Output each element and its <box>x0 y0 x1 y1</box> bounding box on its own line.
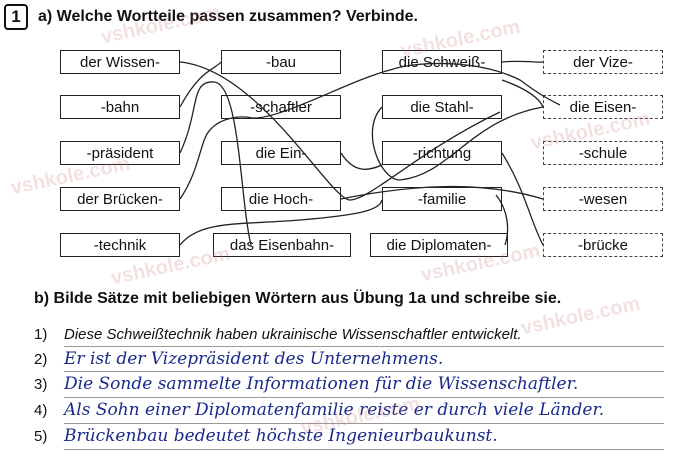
connection-lines <box>179 60 561 246</box>
connection-line <box>501 60 544 63</box>
sentence-number: 5) <box>34 428 48 445</box>
word-card[interactable]: der Vize- <box>543 50 663 74</box>
connection-line <box>179 61 501 201</box>
word-card[interactable]: die Diplomaten- <box>370 233 508 257</box>
part-a-heading: a) Welche Wortteile passen zusammen? Ver… <box>38 8 418 25</box>
sentence-number: 4) <box>34 402 48 419</box>
connection-line <box>501 152 544 246</box>
writing-line <box>64 397 664 398</box>
sentence-row: 2) Er ist der Vizepräsident des Unternehm… <box>34 349 443 371</box>
sentence-text: Brückenbau bedeutet höchste Ingenieurbau… <box>64 426 498 446</box>
word-card[interactable]: -familie <box>382 187 502 211</box>
word-card[interactable]: -richtung <box>382 141 502 165</box>
sentence-text: Die Sonde sammelte Informationen für die… <box>64 374 579 394</box>
word-card[interactable]: das Eisenbahn- <box>213 233 351 257</box>
connection-line <box>179 81 252 246</box>
sentence-number: 1) <box>34 326 48 343</box>
word-card[interactable]: -bahn <box>60 95 180 119</box>
connection-line <box>340 152 383 170</box>
writing-line <box>64 371 664 372</box>
writing-line <box>64 449 664 450</box>
connection-line <box>179 62 561 200</box>
word-card[interactable]: die Hoch- <box>221 187 341 211</box>
word-card[interactable]: -schule <box>543 141 663 165</box>
word-card[interactable]: die Stahl- <box>382 95 502 119</box>
sentence-text: Als Sohn einer Diplomatenfamilie reiste … <box>64 400 605 420</box>
connection-line <box>501 79 544 108</box>
sentence-number: 3) <box>34 376 48 393</box>
exercise-number: 1 <box>4 4 28 30</box>
word-card[interactable]: -technik <box>60 233 180 257</box>
connection-line <box>179 61 222 108</box>
word-card[interactable]: der Brücken- <box>60 187 180 211</box>
connection-line <box>495 194 509 246</box>
word-card[interactable]: -bau <box>221 50 341 74</box>
sentence-row: 3) Die Sonde sammelte Informationen für d… <box>34 374 578 396</box>
word-card[interactable]: die Schweiß- <box>382 50 502 74</box>
sentence-row: 5) Brückenbau bedeutet höchste Ingenieurb… <box>34 426 498 448</box>
word-card[interactable]: der Wissen- <box>60 50 180 74</box>
sentence-row: 1) Diese Schweißtechnik haben ukrainische… <box>34 326 522 348</box>
word-card[interactable]: -präsident <box>60 141 180 165</box>
word-card[interactable]: die Eisen- <box>543 95 663 119</box>
writing-line <box>64 346 664 347</box>
writing-line <box>64 423 664 424</box>
connection-line <box>340 185 544 200</box>
word-card[interactable]: -wesen <box>543 187 663 211</box>
connection-line <box>179 199 383 246</box>
word-card[interactable]: die Ein- <box>221 141 341 165</box>
part-b-heading: b) Bilde Sätze mit beliebigen Wörtern au… <box>34 290 562 307</box>
sentence-row: 4) Als Sohn einer Diplomatenfamilie reist… <box>34 400 604 422</box>
word-card[interactable]: -brücke <box>543 233 663 257</box>
sentence-text: Er ist der Vizepräsident des Unternehmen… <box>64 349 444 369</box>
sentence-text: Diese Schweißtechnik haben ukrainische W… <box>64 326 522 343</box>
connection-line <box>371 106 544 181</box>
sentence-number: 2) <box>34 351 48 368</box>
